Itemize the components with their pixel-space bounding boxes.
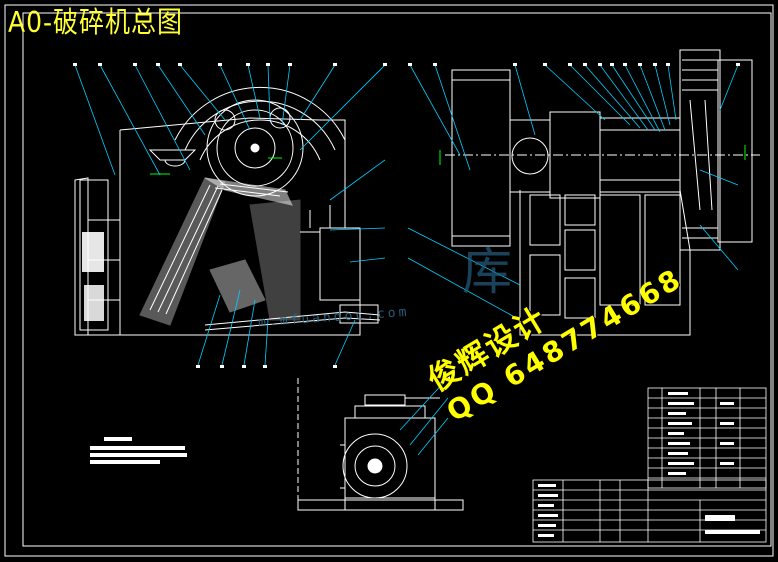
- technical-notes: [90, 437, 187, 464]
- inner-border: [22, 12, 772, 547]
- leader-lines: [74, 64, 739, 456]
- outer-border: [4, 4, 774, 557]
- table-text-marks: [538, 392, 760, 537]
- site-logo-watermark: 库: [462, 243, 512, 301]
- parts-list-table: [532, 387, 767, 543]
- front-section-view: [74, 86, 381, 336]
- part-balloon-ticks: [73, 63, 740, 379]
- side-section-view: [445, 49, 760, 336]
- motor-view: [297, 378, 464, 511]
- drawing-title: A0-破碎机总图: [8, 5, 184, 40]
- dimension-marks: [150, 145, 746, 175]
